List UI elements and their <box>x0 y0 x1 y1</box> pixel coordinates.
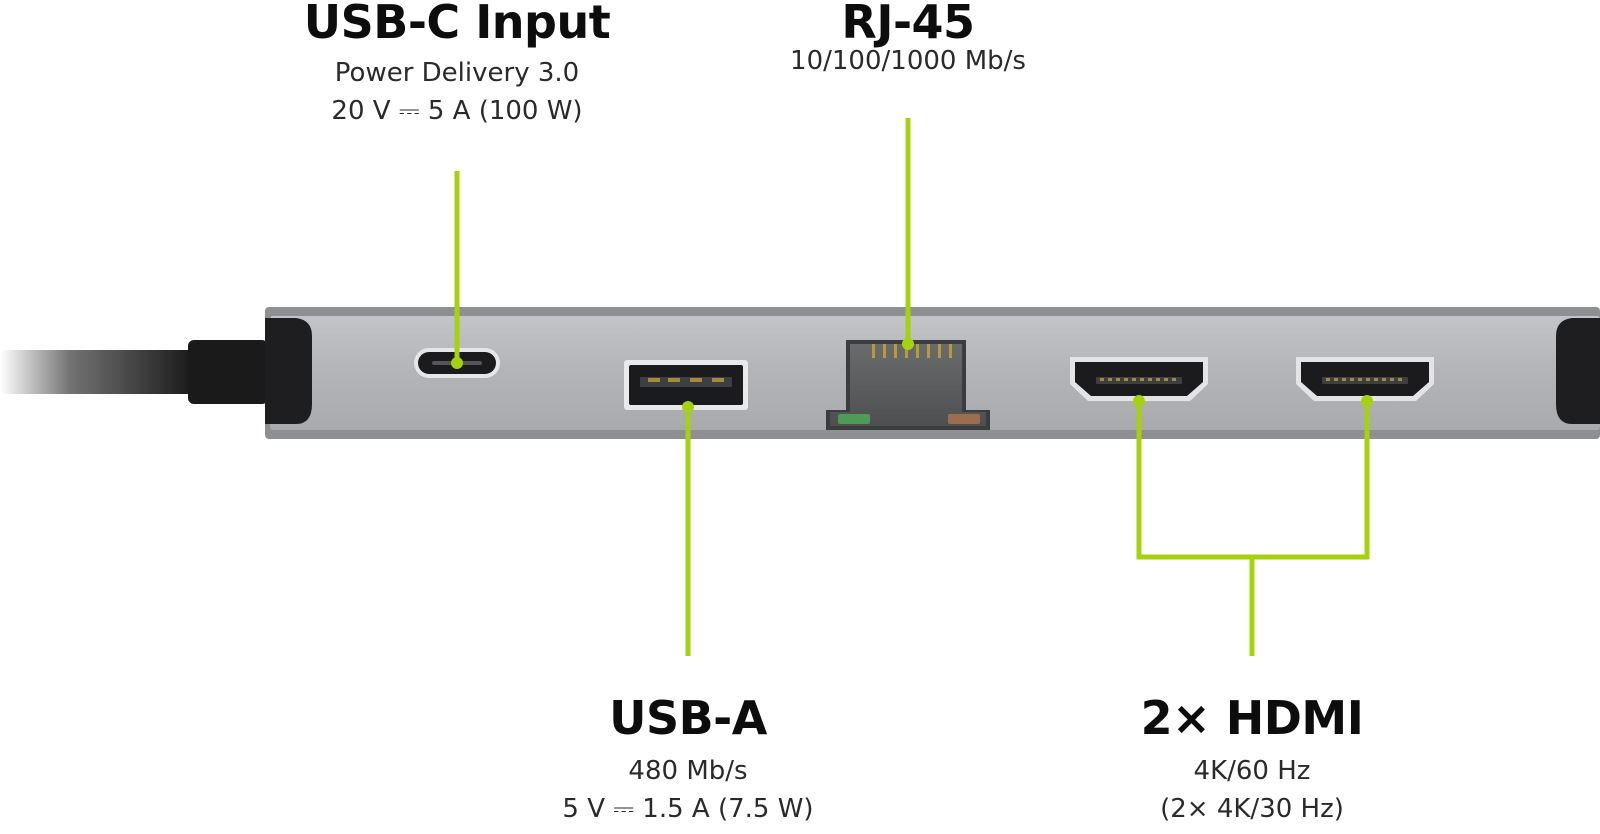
cable <box>0 350 200 394</box>
hdmi-title: 2× HDMI <box>1140 691 1364 745</box>
usba-label: USB-A 480 Mb/s 5 V ⎓ 1.5 A (7.5 W) <box>562 692 813 828</box>
usbc-spec-1: Power Delivery 3.0 <box>334 58 580 88</box>
usbc-spec-2: 20 V ⎓ 5 A (100 W) <box>331 96 583 126</box>
rj45-port <box>826 340 990 430</box>
usbc-title: USB-C Input <box>303 0 611 49</box>
usba-spec-1: 480 Mb/s <box>628 756 748 786</box>
rj45-spec-1: 10/100/1000 Mb/s <box>790 46 1026 76</box>
hdmi-label: 2× HDMI 4K/60 Hz (2× 4K/30 Hz) <box>1141 692 1364 828</box>
usbc-label: USB-C Input Power Delivery 3.0 20 V ⎓ 5 … <box>303 0 611 130</box>
usba-callout-dot <box>682 401 694 413</box>
hdmi-port-1 <box>1070 357 1208 401</box>
rj45-callout-dot <box>902 338 914 350</box>
hdmi-2-callout-dot <box>1361 395 1373 407</box>
hub-right-cap <box>1556 318 1600 424</box>
hdmi-port-2 <box>1296 357 1434 401</box>
usba-port <box>624 360 748 410</box>
hub-left-cap <box>265 318 312 424</box>
usba-spec-2: 5 V ⎓ 1.5 A (7.5 W) <box>562 794 814 824</box>
hdmi-spec-2: (2× 4K/30 Hz) <box>1160 794 1344 824</box>
rj45-label: RJ-45 10/100/1000 Mb/s <box>790 0 1026 80</box>
rj45-led-amber <box>948 414 980 424</box>
usba-title: USB-A <box>609 691 767 745</box>
rj45-led-green <box>838 414 870 424</box>
rj45-title: RJ-45 <box>841 0 975 49</box>
usbc-callout-dot <box>451 357 463 369</box>
cable-strain-relief <box>188 340 268 404</box>
hdmi-1-callout-dot <box>1133 395 1145 407</box>
hdmi-spec-1: 4K/60 Hz <box>1193 756 1311 786</box>
